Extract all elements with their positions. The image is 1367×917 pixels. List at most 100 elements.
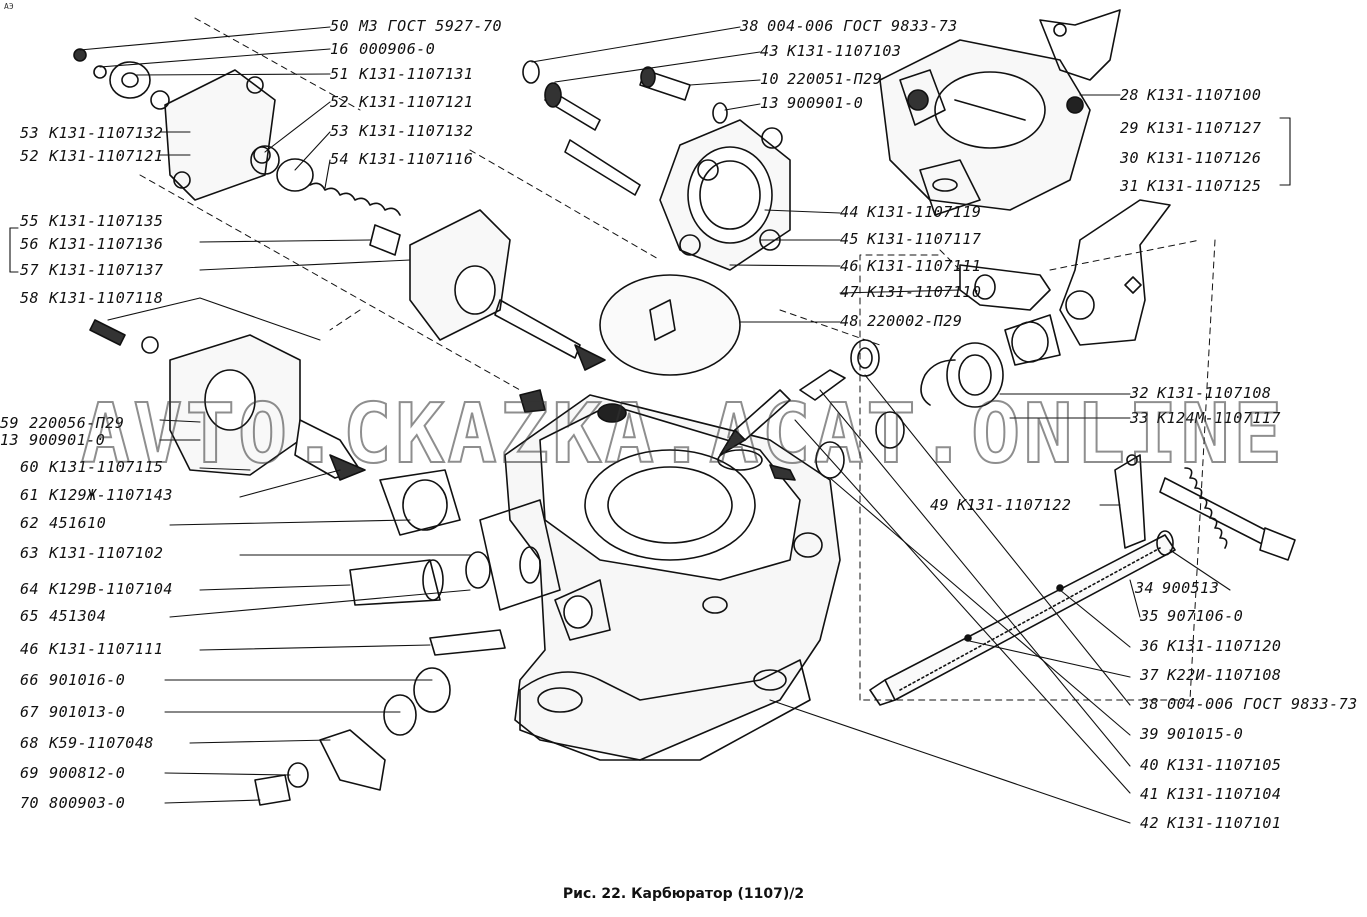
part-number: К131-1107116 xyxy=(359,150,474,168)
leader-lines xyxy=(9,26,1291,824)
part-number: К22И-1107108 xyxy=(1167,666,1282,684)
callout-number: 34 xyxy=(1135,579,1155,597)
callout-number: 60 xyxy=(20,458,40,476)
part-number: 900901-0 xyxy=(787,94,864,112)
part-number: К129Ж-1107143 xyxy=(49,486,173,504)
part-number: 900812-0 xyxy=(49,764,126,782)
callout-number: 64 xyxy=(20,580,40,598)
part-number: К131-1107100 xyxy=(1147,86,1262,104)
callout-number: 33 xyxy=(1130,409,1150,427)
part-number: К131-1107119 xyxy=(867,203,982,221)
part-number: К131-1107131 xyxy=(359,65,474,83)
levers-29-31 xyxy=(959,199,1171,366)
part-number: 004-006 ГОСТ 9833-73 xyxy=(1167,695,1358,713)
callout-number: 13 xyxy=(0,431,20,449)
part-number: К131-1107136 xyxy=(49,235,164,253)
callout-label: 67 901013-0 xyxy=(20,704,125,720)
callout-number: 38 xyxy=(740,17,760,35)
part-number: К131-1107110 xyxy=(867,283,982,301)
part-number: К131-1107115 xyxy=(49,458,164,476)
part-number: К131-1107135 xyxy=(49,212,164,230)
pump-cover-44-46 xyxy=(564,119,791,271)
callout-number: 52 xyxy=(20,147,40,165)
part-number: К129В-1107104 xyxy=(49,580,173,598)
callout-label: 28 К131-1107100 xyxy=(1120,87,1261,103)
part-number: К131-1107125 xyxy=(1147,177,1262,195)
callout-number: 67 xyxy=(20,703,40,721)
callout-number: 36 xyxy=(1140,637,1160,655)
part-number: К131-1107105 xyxy=(1167,756,1282,774)
part-number: К131-1107121 xyxy=(359,93,474,111)
needle-valve xyxy=(719,369,846,456)
pump-piston-54-57 xyxy=(309,182,606,371)
part-number: К131-1107102 xyxy=(49,544,164,562)
callout-label: 38 004-006 ГОСТ 9833-73 xyxy=(1140,696,1358,712)
part-number: 000906-0 xyxy=(359,40,436,58)
part-number: 900513 xyxy=(1162,579,1220,597)
callout-number: 40 xyxy=(1140,756,1160,774)
callout-number: 54 xyxy=(330,150,350,168)
callout-number: 42 xyxy=(1140,814,1160,832)
callout-number: 32 xyxy=(1130,384,1150,402)
callout-number: 56 xyxy=(20,235,40,253)
callout-number: 52 xyxy=(330,93,350,111)
callout-number: 38 xyxy=(1140,695,1160,713)
fittings-62-65 xyxy=(254,551,506,806)
part-number: 220051-П29 xyxy=(787,70,883,88)
economizer-58-61 xyxy=(89,319,461,536)
part-number: К131-1107101 xyxy=(1167,814,1282,832)
part-number: К124М-1107117 xyxy=(1157,409,1281,427)
callout-number: 66 xyxy=(20,671,40,689)
part-number: 901013-0 xyxy=(49,703,126,721)
callout-number: 37 xyxy=(1140,666,1160,684)
part-number: К131-1107104 xyxy=(1167,785,1282,803)
callout-number: 28 xyxy=(1120,86,1140,104)
dashed-assembly-lines xyxy=(139,17,1216,701)
part-number: К131-1107121 xyxy=(49,147,164,165)
callout-label: 54 К131-1107116 xyxy=(330,151,473,167)
part-number: К131-1107127 xyxy=(1147,119,1262,137)
callout-label: 52 К131-1107121 xyxy=(330,94,473,110)
callout-number: 45 xyxy=(840,230,860,248)
part-number: К131-1107103 xyxy=(787,42,902,60)
part-number: К131-1107126 xyxy=(1147,149,1262,167)
carburetor-body xyxy=(479,389,841,761)
callout-number: 53 xyxy=(20,124,40,142)
part-number: 800903-0 xyxy=(49,794,126,812)
part-number: К131-1107120 xyxy=(1167,637,1282,655)
figure-caption: Рис. 22. Карбюратор (1107)/2 xyxy=(562,886,805,902)
callout-number: 70 xyxy=(20,794,40,812)
callout-number: 16 xyxy=(330,40,350,58)
callout-label: 16 000906-0 xyxy=(330,41,435,57)
part-number: К131-1107122 xyxy=(957,496,1072,514)
part-number: К131-1107108 xyxy=(1157,384,1272,402)
callout-number: 68 xyxy=(20,734,40,752)
callout-label: 40 К131-1107105 xyxy=(1140,757,1281,773)
callout-label: 37 К22И-1107108 xyxy=(1140,667,1281,683)
part-number: 901015-0 xyxy=(1167,725,1244,743)
part-number: К131-1107132 xyxy=(49,124,164,142)
callout-number: 48 xyxy=(840,312,860,330)
callout-number: 69 xyxy=(20,764,40,782)
